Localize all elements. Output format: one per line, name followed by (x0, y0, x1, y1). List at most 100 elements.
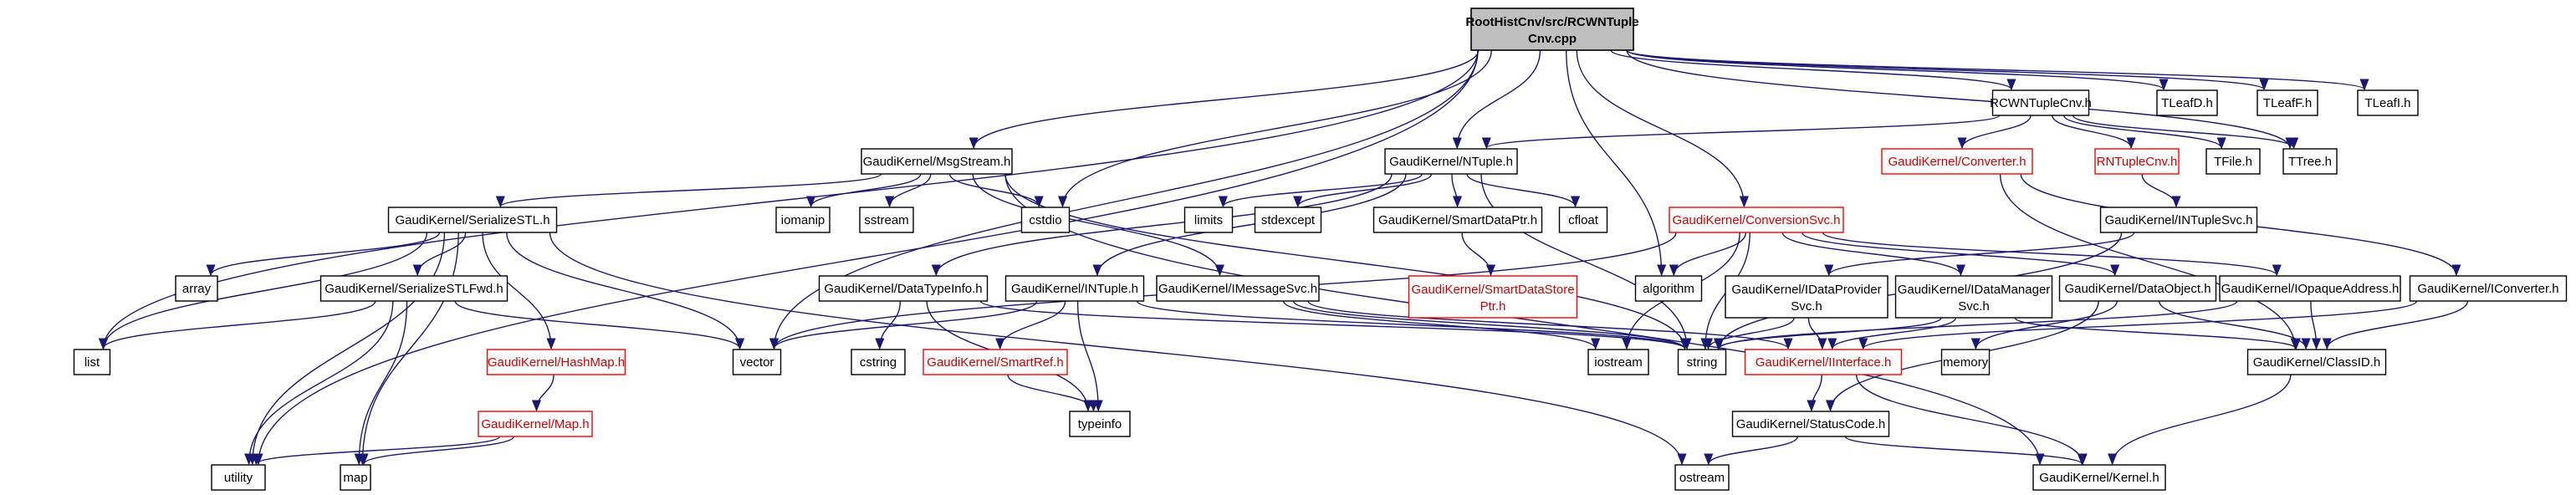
node-classid-h[interactable]: GaudiKernel/ClassID.h (2246, 349, 2387, 375)
node-iomanip[interactable]: iomanip (775, 207, 831, 233)
edge-gaudi-map-h--utility (251, 436, 501, 466)
svg-text:GaudiKernel/NTuple.h: GaudiKernel/NTuple.h (1389, 155, 1513, 169)
svg-text:cfloat: cfloat (1568, 213, 1599, 227)
edge-serializestl-h--array (206, 232, 441, 277)
node-algorithm[interactable]: algorithm (1634, 275, 1703, 302)
edge-serializestl-h--vector (506, 232, 745, 350)
node-tleafd-h[interactable]: TLeafD.h (2156, 89, 2218, 116)
edge-serializestlfwd-h--vector (454, 300, 744, 350)
svg-text:sstream: sstream (864, 213, 908, 227)
node-converter-h[interactable]: GaudiKernel/Converter.h (1881, 148, 2033, 175)
svg-text:TLeafF.h: TLeafF.h (2263, 96, 2312, 110)
node-rcwntuplecnv-h[interactable]: RCWNTupleCnv.h (1990, 89, 2092, 116)
svg-text:map: map (343, 471, 367, 485)
edge-root--utility (253, 49, 1479, 466)
node-iinterface-h[interactable]: GaudiKernel/IInterface.h (1744, 349, 1903, 375)
edge-ntuple-h--cfloat (1466, 173, 1581, 208)
node-serializestl-h[interactable]: GaudiKernel/SerializeSTL.h (387, 207, 558, 233)
svg-text:GaudiKernel/ClassID.h: GaudiKernel/ClassID.h (2253, 355, 2381, 370)
svg-text:cstdio: cstdio (1029, 213, 1061, 227)
node-ttree-h[interactable]: TTree.h (2282, 148, 2338, 175)
node-conversionsvc-h[interactable]: GaudiKernel/ConversionSvc.h (1669, 207, 1844, 233)
svg-text:GaudiKernel/SerializeSTLFwd.h: GaudiKernel/SerializeSTLFwd.h (325, 282, 503, 296)
edge-idatamanagersvc-h--iinterface-h (1827, 317, 1957, 350)
node-iconverter-h[interactable]: GaudiKernel/IConverter.h (2409, 275, 2568, 302)
svg-text:GaudiKernel/DataObject.h: GaudiKernel/DataObject.h (2064, 282, 2211, 296)
node-intuple-h[interactable]: GaudiKernel/INTuple.h (1004, 275, 1145, 302)
node-stdexcept[interactable]: stdexcept (1254, 207, 1322, 233)
edge-msgstream-h--iomanip (806, 173, 922, 208)
node-list[interactable]: list (73, 349, 111, 375)
edge-root--msgstream-h (969, 49, 1480, 150)
edge-conversionsvc-h--idatamanagersvc-h (1781, 232, 1965, 277)
svg-text:GaudiKernel/IConverter.h: GaudiKernel/IConverter.h (2417, 282, 2558, 296)
edge-root--vector (769, 49, 1479, 350)
edge-root--conversionsvc-h (1576, 49, 1749, 208)
edge-root--ntuple-h (1452, 49, 1541, 150)
node-smartdataptr-h[interactable]: GaudiKernel/SmartDataPtr.h (1372, 207, 1543, 233)
edge-statuscode-h--ostream (1704, 436, 1799, 466)
edge-root--ttree-h (1626, 49, 2295, 150)
node-tleafi-h[interactable]: TLeafI.h (2357, 89, 2419, 116)
edge-imessagesvc-h--string (1292, 300, 1689, 350)
svg-text:RootHistCnv/src/RCWNTupleCnv.c: RootHistCnv/src/RCWNTupleCnv.cpp (1465, 15, 1638, 46)
node-tfile-h[interactable]: TFile.h (2205, 148, 2261, 175)
node-dataobject-h[interactable]: GaudiKernel/DataObject.h (2058, 275, 2217, 302)
svg-text:memory: memory (1943, 355, 1989, 370)
node-msgstream-h[interactable]: GaudiKernel/MsgStream.h (861, 148, 1013, 175)
svg-text:TFile.h: TFile.h (2214, 155, 2252, 169)
svg-text:ostream: ostream (1679, 471, 1725, 485)
edge-conversionsvc-h--dataobject-h (1802, 232, 2120, 277)
node-ntuple-h[interactable]: GaudiKernel/NTuple.h (1384, 148, 1518, 175)
node-map[interactable]: map (340, 464, 371, 491)
node-cstring[interactable]: cstring (851, 349, 906, 375)
node-statuscode-h[interactable]: GaudiKernel/StatusCode.h (1731, 411, 1890, 437)
node-hashmap-h[interactable]: GaudiKernel/HashMap.h (486, 349, 626, 375)
svg-text:GaudiKernel/SerializeSTL.h: GaudiKernel/SerializeSTL.h (395, 213, 549, 227)
node-ostream[interactable]: ostream (1674, 464, 1730, 491)
edges-layer (98, 49, 2469, 466)
node-iostream[interactable]: iostream (1587, 349, 1649, 375)
node-smartref-h[interactable]: GaudiKernel/SmartRef.h (923, 349, 1068, 375)
node-gaudi-map-h[interactable]: GaudiKernel/Map.h (478, 411, 593, 437)
node-imessagesvc-h[interactable]: GaudiKernel/IMessageSvc.h (1156, 275, 1320, 302)
node-limits[interactable]: limits (1183, 207, 1234, 233)
svg-text:GaudiKernel/SmartDataPtr.h: GaudiKernel/SmartDataPtr.h (1378, 213, 1537, 227)
edge-intuple-h--vector (769, 300, 1038, 350)
svg-text:GaudiKernel/DataTypeInfo.h: GaudiKernel/DataTypeInfo.h (824, 282, 982, 296)
edge-rcwntuplecnv-h--rntuplecnv-h (2052, 115, 2136, 150)
node-serializestlfwd-h[interactable]: GaudiKernel/SerializeSTLFwd.h (319, 275, 509, 302)
svg-text:GaudiKernel/ConversionSvc.h: GaudiKernel/ConversionSvc.h (1673, 213, 1841, 227)
node-memory[interactable]: memory (1940, 349, 1991, 375)
node-utility[interactable]: utility (211, 464, 266, 491)
edge-rcwntuplecnv-h--ntuple-h (1482, 115, 2001, 150)
svg-text:algorithm: algorithm (1643, 282, 1694, 296)
node-datatypeinfo-h[interactable]: GaudiKernel/DataTypeInfo.h (818, 275, 989, 302)
edge-rcwntuplecnv-h--ttree-h (2072, 115, 2299, 150)
edge-classid-h--kernel-h (2108, 374, 2292, 466)
svg-text:GaudiKernel/HashMap.h: GaudiKernel/HashMap.h (488, 355, 625, 370)
node-iopaqueaddress-h[interactable]: GaudiKernel/IOpaqueAddress.h (2219, 275, 2401, 302)
node-typeinfo[interactable]: typeinfo (1069, 411, 1131, 437)
node-cfloat[interactable]: cfloat (1558, 207, 1608, 233)
node-intuplesvc-h[interactable]: GaudiKernel/INTupleSvc.h (2099, 207, 2258, 233)
svg-text:cstring: cstring (860, 355, 897, 370)
node-rntuplecnv-h[interactable]: RNTupleCnv.h (2094, 148, 2180, 175)
node-sstream[interactable]: sstream (859, 207, 914, 233)
node-cstdio[interactable]: cstdio (1020, 207, 1071, 233)
node-string[interactable]: string (1677, 349, 1727, 375)
edge-datatypeinfo-h--cstring (875, 300, 902, 350)
node-tleaff-h[interactable]: TLeafF.h (2257, 89, 2318, 116)
node-vector[interactable]: vector (732, 349, 782, 375)
node-kernel-h[interactable]: GaudiKernel/Kernel.h (2032, 464, 2166, 491)
edge-ntuple-h--intuple-h (1092, 173, 1407, 277)
node-array[interactable]: array (175, 275, 218, 302)
edge-converter-h--classid-h (1999, 173, 2300, 350)
edge-serializestl-h--map (357, 232, 459, 466)
